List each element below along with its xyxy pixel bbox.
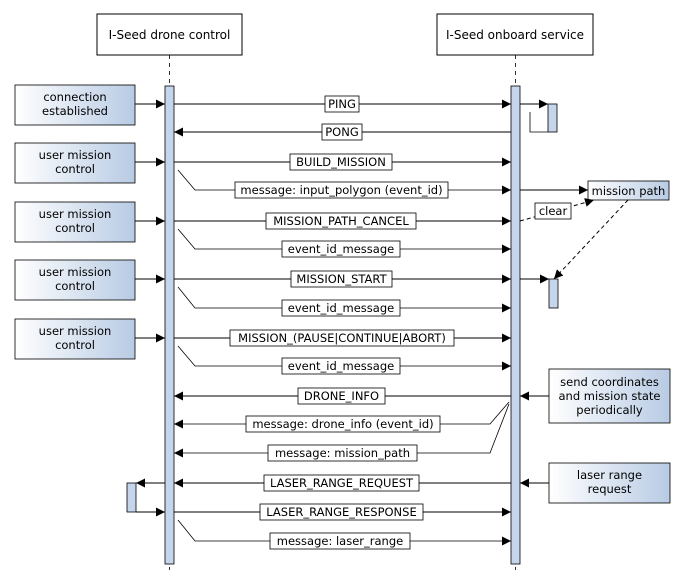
trigger-periodic: send coordinates and mission state perio… xyxy=(548,368,671,424)
label-mission-start: MISSION_START xyxy=(296,272,387,286)
trigger-connection-line1: connection xyxy=(43,90,106,104)
trigger-user-2-line2: control xyxy=(55,221,95,235)
label-build-mission: BUILD_MISSION xyxy=(296,155,386,169)
activation-onboard xyxy=(510,85,521,565)
trigger-user-3-line2: control xyxy=(55,279,95,293)
arrow-event-id-3 xyxy=(177,345,511,371)
trigger-connection-line2: established xyxy=(42,104,108,118)
trigger-user-4: user mission control xyxy=(14,318,136,360)
arrow-event-id-1 xyxy=(177,228,511,254)
label-event-id-3: event_id_message xyxy=(288,359,394,373)
participant-control: I-Seed drone control xyxy=(96,13,243,56)
activation-laser xyxy=(126,482,137,513)
trigger-periodic-line1: send coordinates xyxy=(560,375,659,389)
participant-onboard-label: I-Seed onboard service xyxy=(446,28,584,42)
trigger-laser-line1: laser range xyxy=(577,468,642,482)
label-mission-path-msg: message: mission_path xyxy=(275,446,410,460)
trigger-periodic-line3: periodically xyxy=(576,403,643,417)
trigger-user-1-line1: user mission xyxy=(39,148,112,162)
mission-path-store-label: mission path xyxy=(592,184,666,198)
label-pause-continue-abort: MISSION_(PAUSE|CONTINUE|ABORT) xyxy=(238,331,446,345)
label-laser-response: LASER_RANGE_RESPONSE xyxy=(266,505,416,519)
label-input-polygon: message: input_polygon (event_id) xyxy=(240,183,442,197)
label-pong: PONG xyxy=(325,125,359,139)
trigger-connection: connection established xyxy=(14,84,136,126)
trigger-user-2: user mission control xyxy=(14,201,136,243)
mission-path-store: mission path xyxy=(587,180,670,201)
trigger-periodic-line2: and mission state xyxy=(559,389,661,403)
activation-mission-start xyxy=(548,278,559,309)
label-laser-range-msg: message: laser_range xyxy=(277,534,403,548)
label-drone-info-msg: message: drone_info (event_id) xyxy=(252,417,433,431)
trigger-user-1-line2: control xyxy=(55,162,95,176)
label-event-id-1: event_id_message xyxy=(288,242,394,256)
participant-onboard: I-Seed onboard service xyxy=(436,13,594,56)
trigger-laser-line2: request xyxy=(588,482,632,496)
trigger-user-3-line1: user mission xyxy=(39,265,112,279)
pong-connector xyxy=(529,112,548,133)
arrow-event-id-2 xyxy=(177,286,511,313)
label-clear: clear xyxy=(539,204,568,218)
participant-control-label: I-Seed drone control xyxy=(109,28,231,42)
label-laser-request: LASER_RANGE_REQUEST xyxy=(270,476,414,490)
trigger-user-4-line1: user mission xyxy=(39,324,112,338)
trigger-user-4-line2: control xyxy=(55,338,95,352)
trigger-user-1: user mission control xyxy=(14,142,136,184)
label-event-id-2: event_id_message xyxy=(288,301,394,315)
label-ping: PING xyxy=(328,97,356,111)
trigger-user-3: user mission control xyxy=(14,259,136,301)
activation-control xyxy=(164,85,175,565)
activation-pong-reply xyxy=(547,103,558,133)
label-drone-info: DRONE_INFO xyxy=(304,389,379,403)
label-path-cancel: MISSION_PATH_CANCEL xyxy=(273,214,409,228)
trigger-user-2-line1: user mission xyxy=(39,207,112,221)
trigger-laser: laser range request xyxy=(548,462,671,504)
